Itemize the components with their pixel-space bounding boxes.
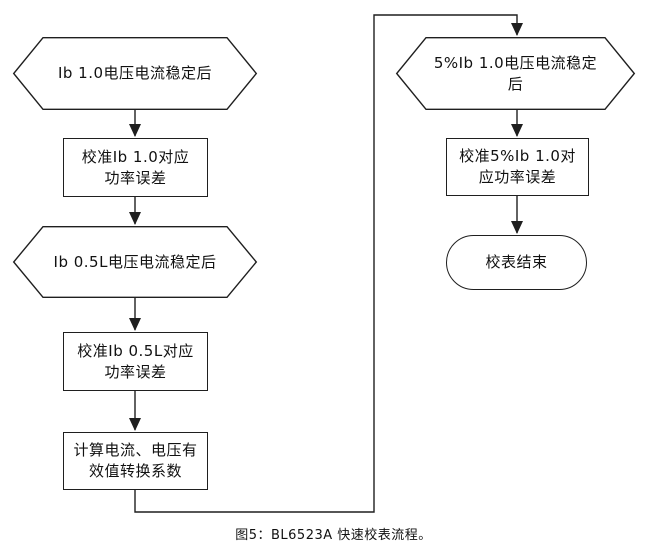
hexagon-shape xyxy=(12,225,258,299)
hexagon-shape xyxy=(395,36,636,111)
figure-caption: 图5：BL6523A 快速校表流程。 xyxy=(235,528,432,543)
hexagon-shape xyxy=(12,36,258,111)
flow-node-label: 5%Ib 1.0电压电流稳定 后 xyxy=(433,53,598,93)
flow-node-cal-ib05l: 校准Ib 0.5L对应 功率误差 xyxy=(63,332,208,391)
flow-node-end: 校表结束 xyxy=(446,235,587,290)
flow-node-label: 校表结束 xyxy=(485,253,548,271)
flow-node-label: Ib 0.5L电压电流稳定后 xyxy=(53,252,217,271)
flow-node-calc-rms: 计算电流、电压有 效值转换系数 xyxy=(63,432,208,490)
flow-node-ib05l-ready: Ib 0.5L电压电流稳定后 xyxy=(12,225,258,299)
flow-node-ib10-ready: Ib 1.0电压电流稳定后 xyxy=(12,36,258,111)
flow-node-cal-ib10: 校准Ib 1.0对应 功率误差 xyxy=(63,138,208,197)
flow-node-cal-ib5pct: 校准5%Ib 1.0对 应功率误差 xyxy=(446,138,589,196)
flow-node-label: Ib 1.0电压电流稳定后 xyxy=(57,64,213,82)
flow-node-label: 计算电流、电压有 效值转换系数 xyxy=(73,441,198,480)
flow-node-label: 校准Ib 0.5L对应 功率误差 xyxy=(77,341,194,381)
flow-node-ib5pct-ready: 5%Ib 1.0电压电流稳定 后 xyxy=(395,36,636,111)
flow-node-label: 校准Ib 1.0对应 功率误差 xyxy=(81,147,190,187)
flow-node-label: 校准5%Ib 1.0对 应功率误差 xyxy=(459,147,576,186)
